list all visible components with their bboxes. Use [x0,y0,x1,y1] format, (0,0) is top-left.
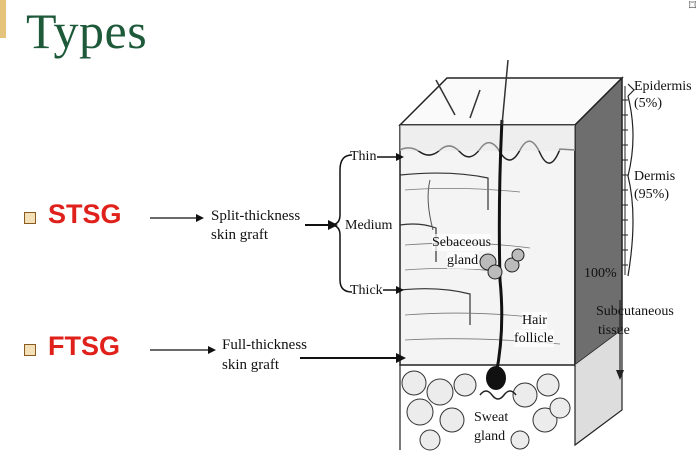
sweat-gland-coil [479,390,517,400]
sebaceous-label-line1: Sebaceous [432,234,492,251]
subcutaneous-fat [401,370,571,451]
subcutaneous-label-line2: tissue [598,323,630,338]
scale-ticks [622,99,628,266]
thin-cut [399,172,489,210]
depth-medium-label: Medium [345,218,393,233]
medium-cut [399,223,437,262]
epidermis-brace [627,83,635,97]
dermis-brace [627,95,634,277]
ftsg-label: FTSG [48,331,120,361]
stsg-bullet-icon [24,212,36,224]
accent-rule [0,0,6,38]
hair-bulb [486,366,506,390]
sweat-label-line1: Sweat [474,409,509,426]
hair-strand-3 [469,89,481,119]
sebaceous-label-line2: gland [447,252,479,269]
dermis-label: Dermis [634,169,676,184]
slide-title: Types [26,3,148,59]
epidermis-label: Epidermis [634,79,692,94]
depth-thick-label: Thick [350,283,383,298]
depth-thin-label: Thin [350,149,377,164]
ftsg-bullet-icon [24,344,36,356]
hair-label-line1: Hair [522,312,547,329]
hair-label-line2: follicle [514,330,554,347]
subcutaneous-label-line1: Subcutaneous [596,304,674,319]
stsg-description-line2: skin graft [211,227,269,243]
stsg-label: STSG [48,199,122,229]
bookmark-icon[interactable]: ⌑ [688,0,696,14]
stsg-description-line1: Split-thickness [211,208,301,224]
ftsg-description-line2: skin graft [222,357,280,373]
ftsg-description-line1: Full-thickness [222,337,307,353]
hair-strand-1 [501,59,509,126]
hair-strand-2 [435,79,456,116]
total-percent: 100% [584,266,617,281]
dermis-percent: (95%) [634,187,669,202]
subcutaneous-arrow-head [616,370,624,380]
sweat-label-line2: gland [474,428,506,445]
sebaceous-gland-shape [479,248,525,280]
thick-cut [399,288,471,325]
epidermis-percent: (5%) [634,96,662,111]
